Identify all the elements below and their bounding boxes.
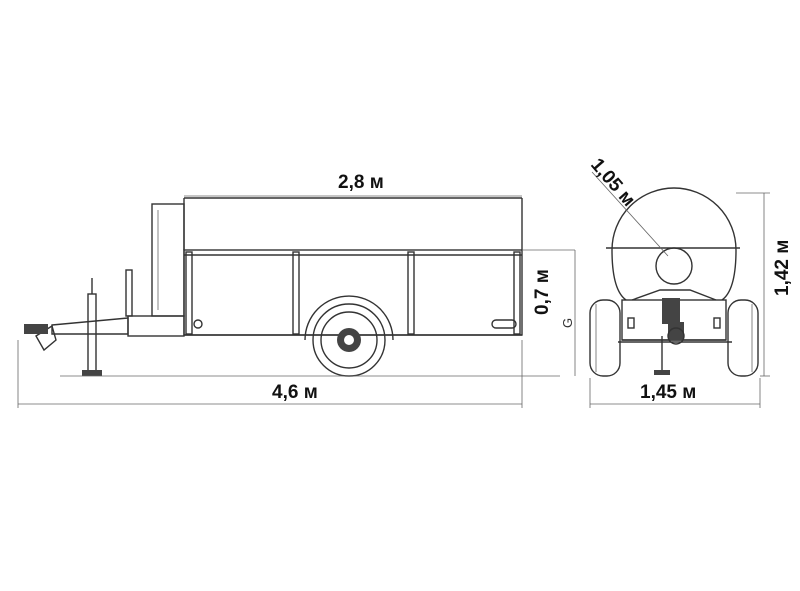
side-view [24, 197, 523, 377]
body-box [183, 249, 523, 336]
side-wheel [304, 295, 394, 377]
side-lamp [193, 319, 203, 329]
drawbar [51, 317, 129, 335]
label-body-length: 2,8 м [338, 172, 384, 193]
label-marker: G [560, 318, 575, 328]
chassis-frame [127, 315, 185, 337]
label-total-height: 1,42 м [772, 240, 793, 296]
front-coupling [668, 322, 684, 340]
label-side-height: 0,7 м [532, 269, 553, 315]
front-view [589, 187, 759, 377]
coupling-head [24, 324, 48, 334]
front-dimension-lines [589, 171, 770, 408]
right-wheel [727, 299, 759, 377]
label-total-width: 1,45 м [640, 382, 696, 403]
label-diameter: 1,05 м [586, 155, 639, 211]
tank-dome [611, 187, 737, 251]
side-dimension-lines [17, 195, 576, 408]
label-total-length: 4,6 м [272, 382, 318, 403]
left-wheel [589, 299, 621, 377]
jack-stand [87, 293, 97, 373]
hatch [655, 247, 693, 285]
front-block [151, 203, 185, 317]
